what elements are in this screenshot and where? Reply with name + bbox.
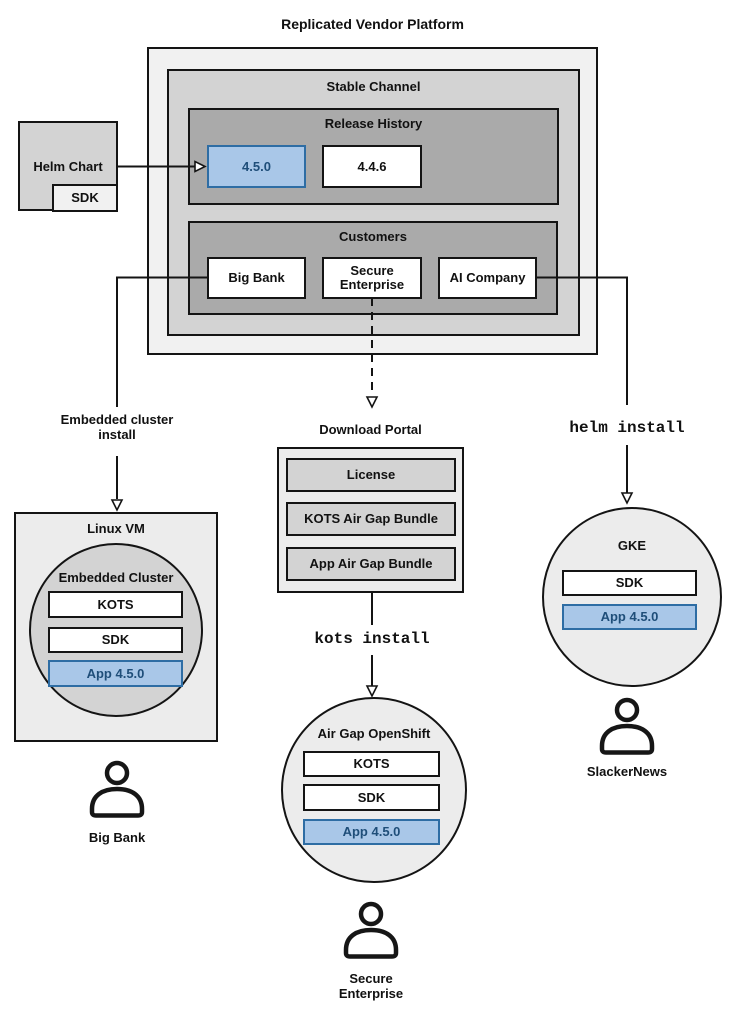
air-gap-openshift-title: Air Gap OpenShift: [317, 726, 431, 741]
openshift-sdk-box: SDK: [303, 784, 440, 811]
portal-app-bundle-box: App Air Gap Bundle: [286, 547, 456, 581]
embedded-sdk-box: SDK: [48, 627, 183, 653]
customer-big-bank: Big Bank: [207, 257, 306, 299]
portal-kots-bundle-box: KOTS Air Gap Bundle: [286, 502, 456, 536]
secure-enterprise-user-label: Secure Enterprise: [338, 971, 404, 1001]
embedded-app-box: App 4.5.0: [48, 660, 183, 687]
openshift-kots-box: KOTS: [303, 751, 440, 777]
arrowhead-linux-vm: [110, 499, 124, 512]
release-history-title: Release History: [324, 116, 423, 131]
openshift-app-box: App 4.5.0: [303, 819, 440, 845]
gke-sdk-box: SDK: [562, 570, 697, 596]
linux-vm-title: Linux VM: [87, 521, 145, 536]
slackernews-user-label: SlackerNews: [586, 764, 668, 779]
helm-install-label: helm install: [569, 419, 685, 437]
embedded-cluster-title: Embedded Cluster: [58, 570, 174, 585]
helm-chart-title: Helm Chart: [33, 159, 103, 174]
gke-circle: [542, 507, 722, 687]
portal-license-box: License: [286, 458, 456, 492]
customer-secure-enterprise: Secure Enterprise: [322, 257, 422, 299]
kots-install-label: kots install: [314, 630, 430, 648]
download-portal-title: Download Portal: [319, 422, 422, 437]
arrowhead-download-portal: [365, 396, 379, 409]
big-bank-user-label: Big Bank: [88, 830, 146, 845]
helm-chart-sdk-box: SDK: [52, 184, 118, 212]
slackernews-user-icon: [599, 697, 655, 755]
release-version-446: 4.4.6: [322, 145, 422, 188]
embedded-kots-box: KOTS: [48, 591, 183, 618]
gke-title: GKE: [617, 538, 647, 553]
diagram-title: Replicated Vendor Platform: [281, 16, 464, 32]
embedded-cluster-install-label: Embedded cluster install: [60, 412, 174, 442]
big-bank-user-icon: [89, 760, 145, 818]
secure-enterprise-user-icon: [343, 901, 399, 959]
customers-title: Customers: [339, 229, 407, 244]
gke-app-box: App 4.5.0: [562, 604, 697, 630]
arrowhead-gke: [620, 492, 634, 505]
arrowhead-openshift: [365, 685, 379, 698]
customer-ai-company: AI Company: [438, 257, 537, 299]
release-version-450: 4.5.0: [207, 145, 306, 188]
stable-channel-title: Stable Channel: [326, 79, 421, 94]
